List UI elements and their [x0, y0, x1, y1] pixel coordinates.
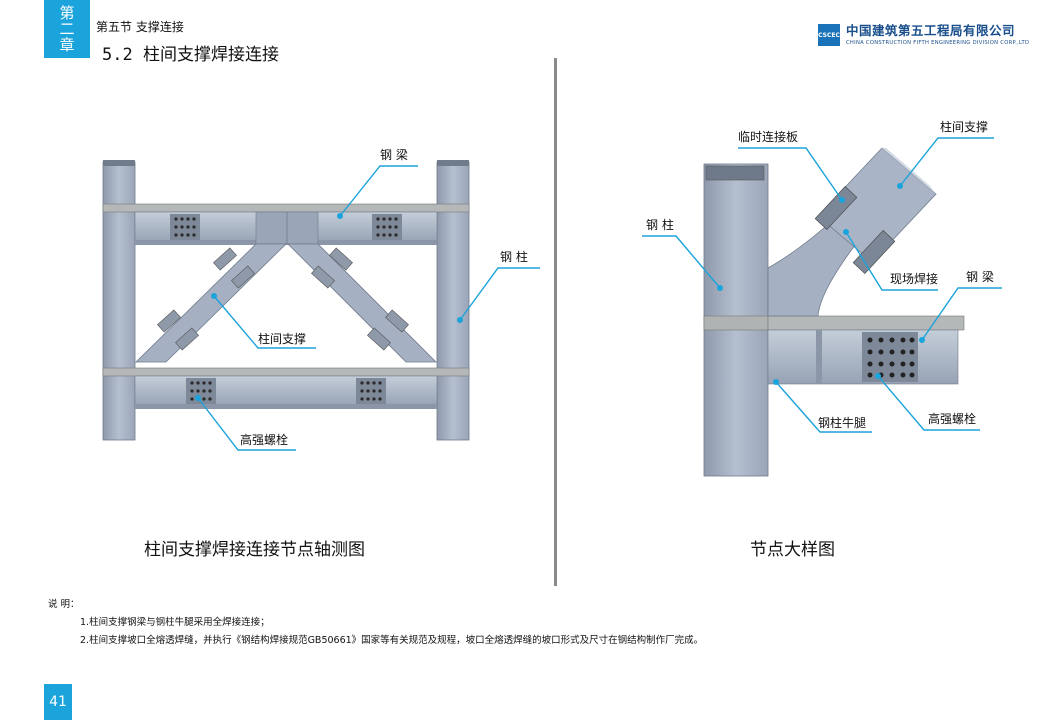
right-column-top: [437, 160, 469, 166]
label-detail-column-bracing: 柱间支撑: [940, 120, 989, 134]
right-brace: [287, 243, 437, 363]
logo-mark-icon: CSCEC: [818, 24, 840, 46]
chapter-tab: 第 二 章: [44, 0, 90, 58]
chapter-char: 第: [59, 4, 75, 22]
temp-plates: [814, 186, 896, 274]
label-detail-hs-bolt: 高强螺栓: [928, 412, 977, 426]
label-bracket: 钢柱牛腿: [818, 416, 867, 430]
left-column-top: [103, 160, 135, 166]
left-column: [102, 161, 136, 441]
label-temp-plate: 临时连接板: [738, 130, 799, 144]
label-detail-steel-column: 钢 柱: [646, 218, 674, 232]
notes-heading: 说 明：: [48, 599, 80, 610]
bottom-beam-bottom-flange: [135, 404, 437, 409]
left-callout-lines: [197, 165, 540, 451]
section-title: 5.2 柱间支撑焊接连接: [102, 45, 279, 65]
top-beam-flange: [102, 203, 470, 213]
bottom-beam-flange: [102, 367, 470, 377]
label-detail-steel-beam: 钢 梁: [966, 270, 994, 284]
section-label: 第五节 支撑连接: [96, 20, 184, 34]
chapter-char: 二: [59, 20, 75, 38]
notes: 说 明： 1.柱间支撑钢梁与钢柱牛腿采用全焊接连接； 2.柱间支撑坡口全熔透焊缝…: [48, 596, 703, 650]
right-callout-lines: [642, 137, 1002, 433]
label-steel-beam: 钢 梁: [380, 148, 408, 162]
company-logo: CSCEC 中国建筑第五工程局有限公司 CHINA CONSTRUCTION F…: [818, 24, 1029, 46]
chapter-char: 章: [59, 36, 75, 54]
left-axonometric-drawing: [102, 160, 470, 441]
structural-drawings: [102, 137, 1002, 477]
label-field-weld: 现场焊接: [890, 272, 939, 286]
label-steel-column: 钢 柱: [500, 250, 528, 264]
note-item: 1.柱间支撑钢梁与钢柱牛腿采用全焊接连接；: [80, 617, 270, 628]
right-column: [436, 161, 470, 441]
note-item: 2.柱间支撑坡口全熔透焊缝，并执行《钢结构焊接规范GB50661》国家等有关规范…: [80, 635, 704, 646]
vertical-divider: [554, 58, 557, 586]
splice-plates: [157, 247, 409, 351]
bolt-dots: [174, 217, 398, 401]
left-caption: 柱间支撑焊接连接节点轴测图: [144, 540, 365, 560]
label-column-bracing: 柱间支撑: [258, 332, 307, 346]
right-caption: 节点大样图: [750, 540, 835, 560]
company-name-cn: 中国建筑第五工程局有限公司: [846, 23, 1016, 38]
company-name-en: CHINA CONSTRUCTION FIFTH ENGINEERING DIV…: [846, 40, 1030, 46]
label-hs-bolt: 高强螺栓: [240, 433, 289, 447]
page-number: 41: [44, 684, 72, 720]
bottom-beam-web: [134, 375, 438, 407]
detail-bolts: [867, 337, 915, 378]
